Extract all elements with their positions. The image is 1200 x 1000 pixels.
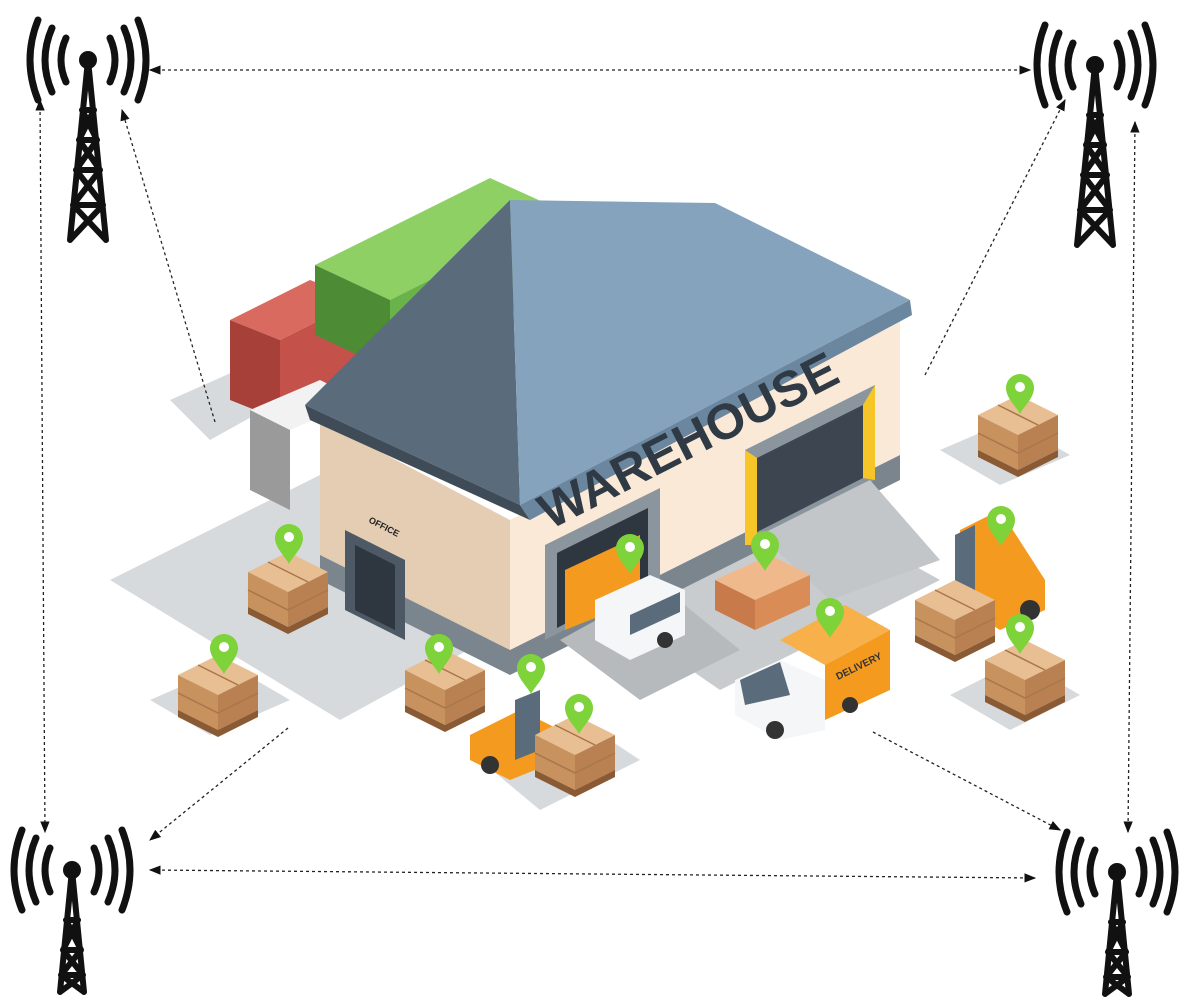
link-bottom [148, 865, 1037, 883]
link-warehouse-top-left [120, 108, 216, 423]
link-left [35, 98, 50, 834]
wooden-pallet-stack [715, 555, 810, 630]
link-warehouse-bottom-right [872, 731, 1062, 831]
location-pin-icon [517, 654, 545, 694]
radio-tower-icon-bottom-left [14, 830, 130, 992]
box-pallet [177, 654, 259, 738]
delivery-truck: DELIVERY [735, 605, 890, 740]
radio-tower-icon-top-left [30, 20, 146, 240]
link-warehouse-top-right [924, 98, 1066, 376]
radio-tower-icon-bottom-right [1059, 832, 1175, 994]
link-warehouse-bottom-left [149, 727, 289, 841]
network-links [35, 65, 1140, 883]
radio-tower-icon-top-right [1037, 25, 1153, 245]
link-right [1123, 120, 1140, 834]
